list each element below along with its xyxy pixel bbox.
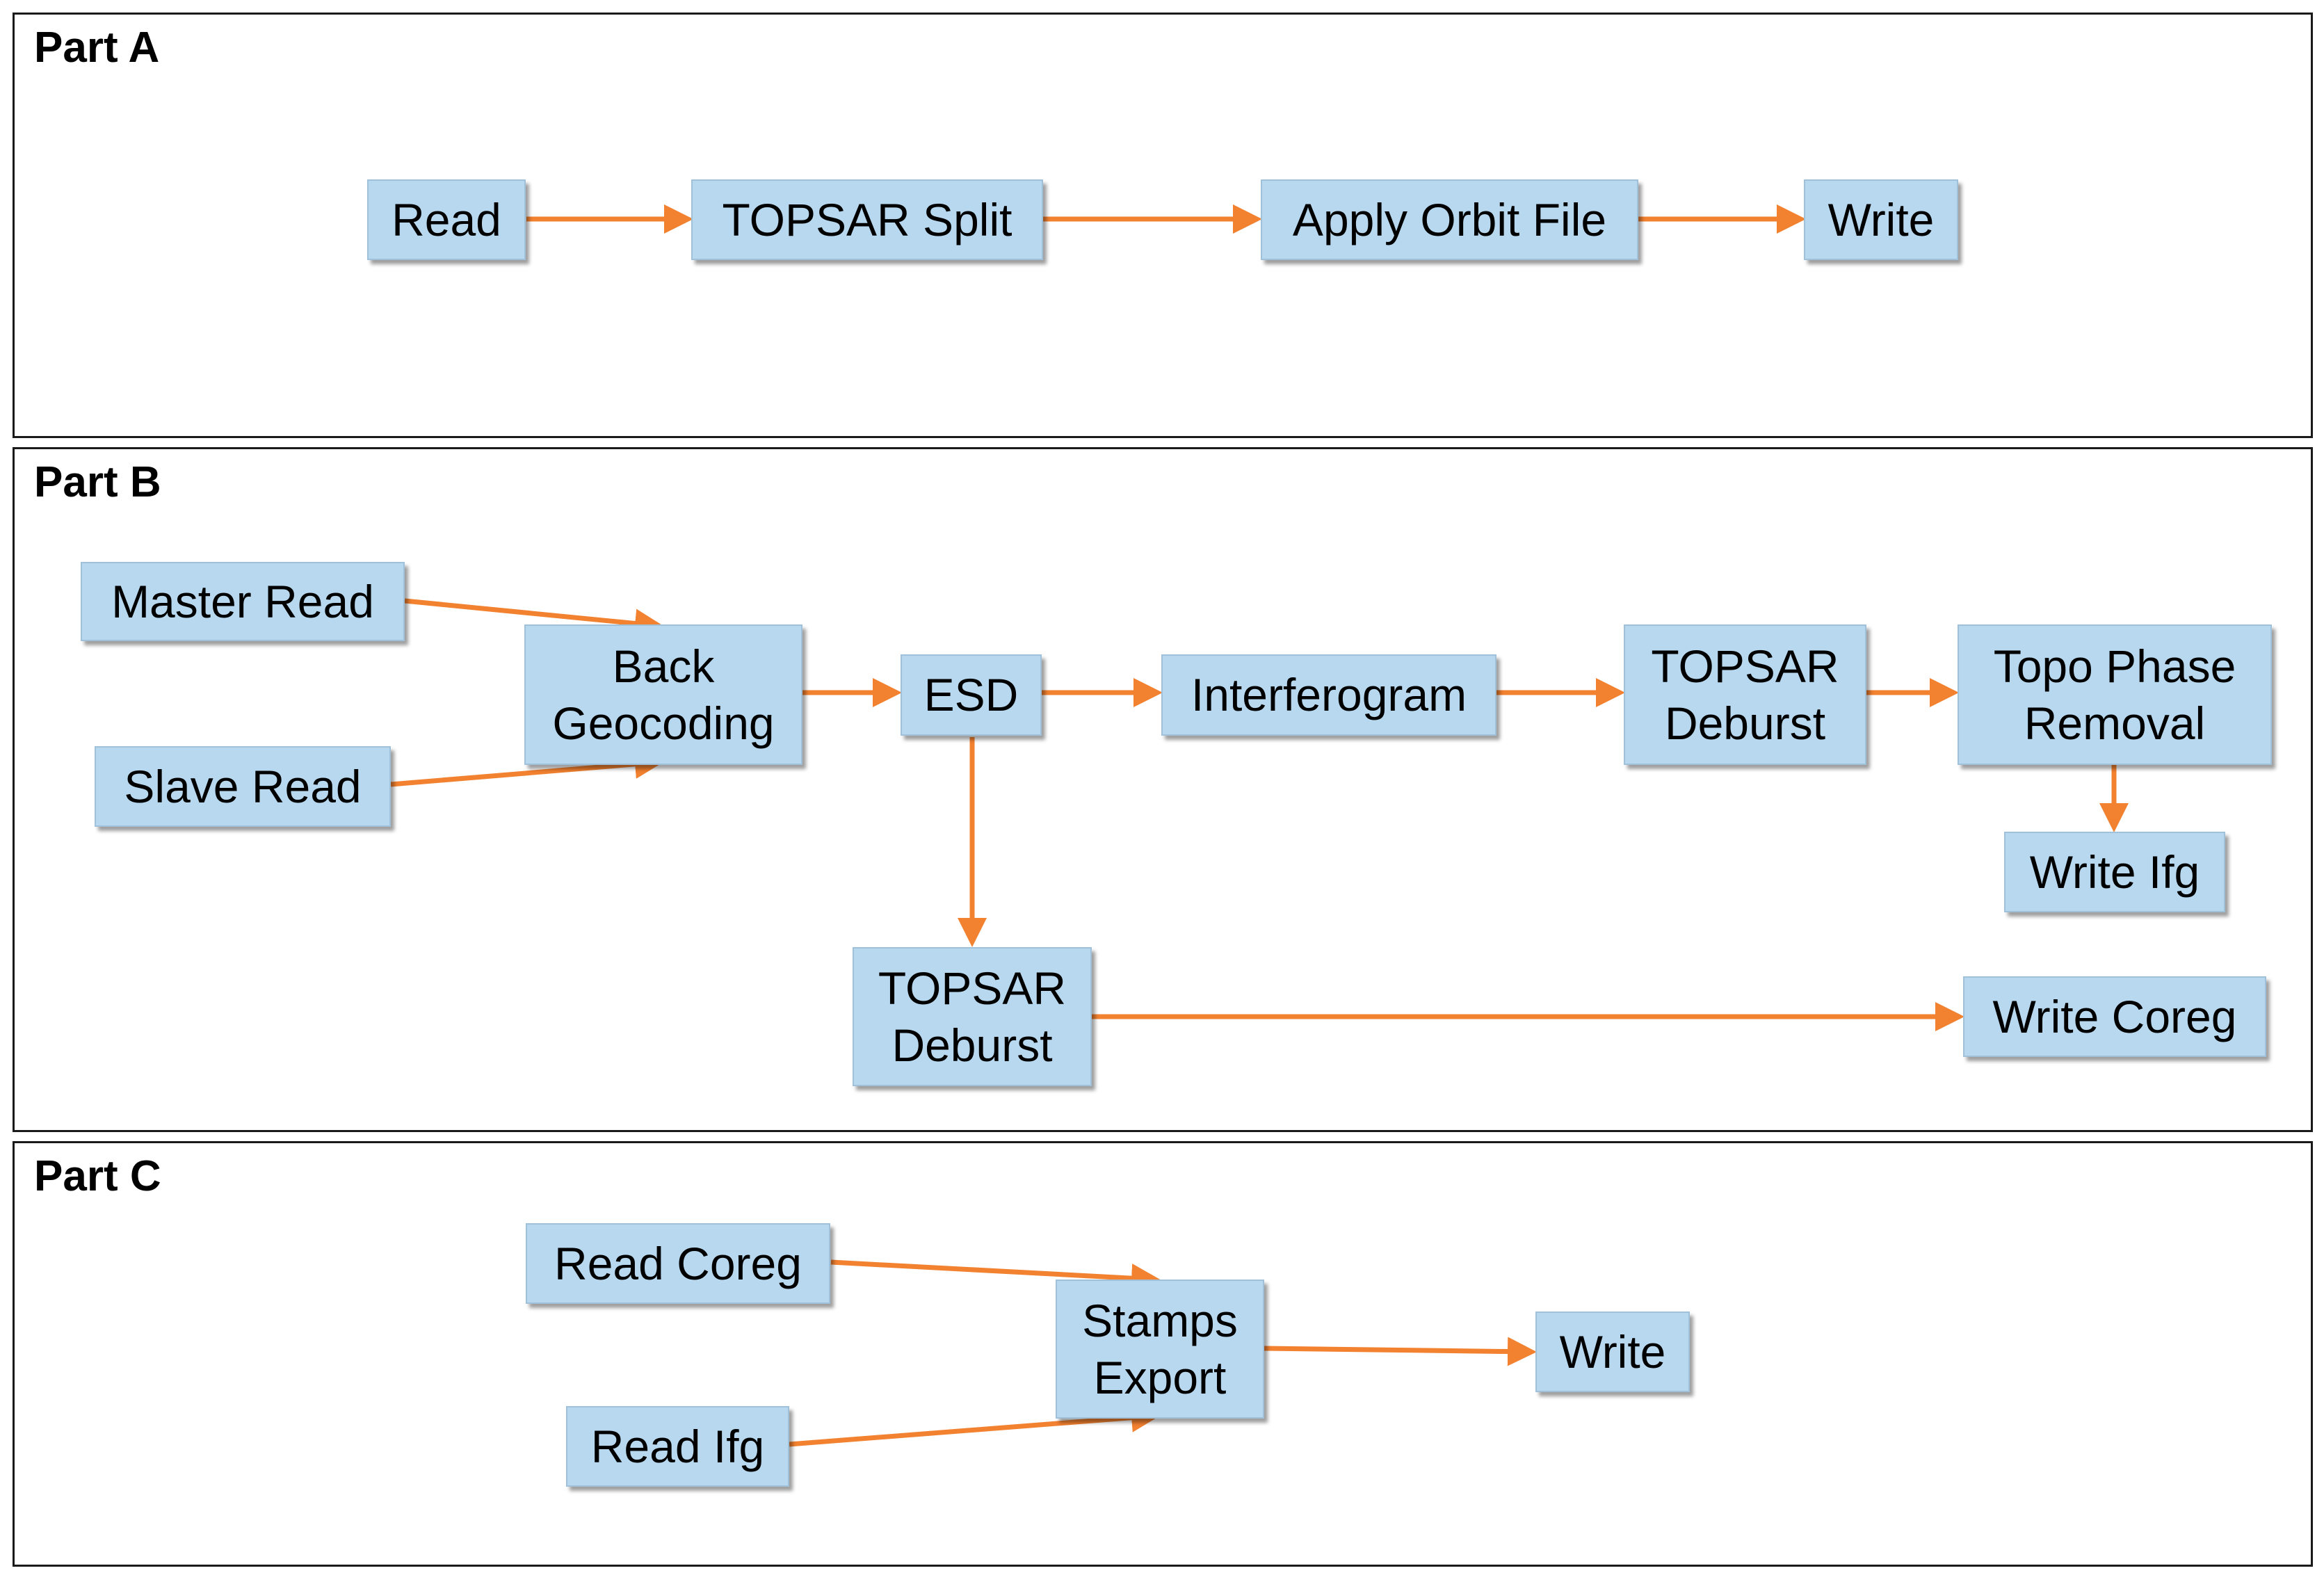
node-master-read: Master Read — [81, 562, 405, 641]
node-topsar-deburst-1: TOPSAR Deburst — [1624, 624, 1866, 765]
part-b-title: Part B — [34, 458, 161, 506]
node-stamps-export: Stamps Export — [1056, 1280, 1264, 1419]
node-slave-read: Slave Read — [95, 746, 391, 827]
node-write-ifg: Write Ifg — [2004, 832, 2225, 912]
node-read-coreg: Read Coreg — [526, 1223, 830, 1304]
node-back-geocoding: Back Geocoding — [524, 624, 802, 765]
node-topsar-split: TOPSAR Split — [691, 179, 1043, 260]
part-a-title: Part A — [34, 24, 160, 72]
part-c-title: Part C — [34, 1152, 161, 1200]
node-topo-phase-removal: Topo Phase Removal — [1958, 624, 2272, 765]
part-a-panel: Part A — [13, 13, 2313, 438]
node-write-coreg: Write Coreg — [1963, 976, 2266, 1057]
node-interferogram: Interferogram — [1161, 654, 1496, 736]
node-write: Write — [1804, 179, 1958, 260]
node-topsar-deburst-2: TOPSAR Deburst — [853, 947, 1092, 1086]
node-read-ifg: Read Ifg — [566, 1406, 789, 1487]
node-apply-orbit-file: Apply Orbit File — [1261, 179, 1638, 260]
node-write-c: Write — [1535, 1311, 1690, 1392]
node-read: Read — [367, 179, 526, 260]
node-esd: ESD — [901, 654, 1042, 736]
